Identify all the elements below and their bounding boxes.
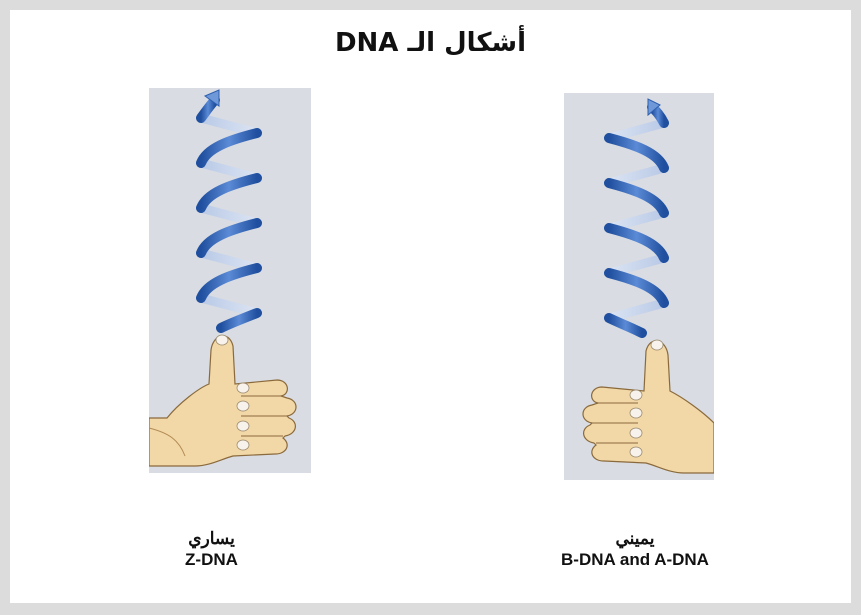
left-label-arabic: يساري <box>149 528 274 550</box>
thumbs-up-left-hand-icon <box>149 335 296 466</box>
right-label-arabic: يميني <box>510 528 760 550</box>
left-handed-helix-icon <box>149 88 311 473</box>
left-label-english: Z-DNA <box>149 550 274 570</box>
right-handed-helix-icon <box>564 93 714 480</box>
left-caption: يساري Z-DNA <box>149 528 274 570</box>
left-handed-panel <box>149 88 311 473</box>
slide: أشكال الـ DNA <box>10 10 851 603</box>
slide-title: أشكال الـ DNA <box>10 28 851 58</box>
right-handed-panel <box>564 93 714 480</box>
right-label-english: B-DNA and A-DNA <box>510 550 760 570</box>
thumbs-up-right-hand-icon <box>583 340 714 473</box>
right-caption: يميني B-DNA and A-DNA <box>510 528 760 570</box>
